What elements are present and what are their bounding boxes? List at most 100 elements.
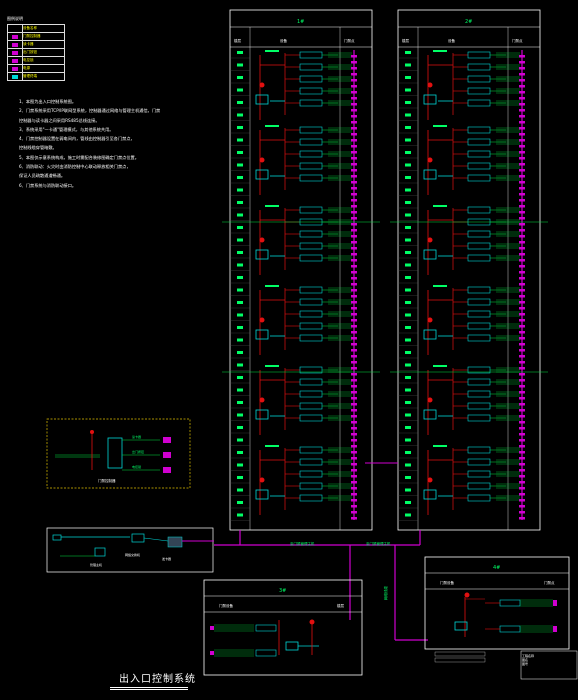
exit-button-icon: [519, 421, 525, 424]
floor-tag: [405, 413, 411, 417]
exit-button-icon: [519, 385, 525, 388]
exit-button-icon: [519, 103, 525, 106]
device-icon: [163, 452, 171, 458]
floor-tag: [405, 376, 411, 379]
exit-button-icon: [351, 223, 357, 226]
exit-button-icon: [519, 475, 525, 478]
lock-icon: [259, 82, 265, 88]
controller-icon: [255, 409, 269, 420]
reader-icon: [467, 286, 491, 294]
exit-button-icon: [351, 163, 357, 166]
exit-button-icon: [351, 175, 357, 178]
panel-frame: [229, 9, 373, 531]
controller-icon: [255, 489, 269, 500]
cyan-link: [143, 537, 169, 542]
exit-button-icon: [519, 187, 525, 190]
reader-icon: [467, 99, 491, 107]
controller-icon: [423, 94, 437, 105]
exit-button-icon: [12, 50, 18, 55]
reader-icon: [299, 63, 323, 71]
exit-button-icon: [351, 385, 357, 388]
controller-icon: [423, 249, 437, 260]
column-header: 楼层: [234, 38, 241, 43]
legend-label: 管理终端: [22, 72, 65, 81]
exit-button-icon: [351, 343, 357, 346]
exit-button-icon: [519, 271, 525, 274]
reader-icon: [299, 75, 323, 83]
exit-button-icon: [519, 445, 525, 448]
floor-tag: [237, 126, 243, 129]
exit-button-icon: [351, 463, 357, 466]
exit-button-icon: [351, 253, 357, 256]
reader-icon: [299, 298, 323, 306]
floor-tag: [237, 426, 243, 429]
reader-icon: [467, 414, 491, 422]
exit-button-icon: [519, 481, 525, 484]
exit-button-icon: [519, 79, 525, 82]
reader-icon: [467, 138, 491, 146]
exit-button-icon: [519, 199, 525, 202]
exit-button-icon: [351, 85, 357, 88]
floor-tag: [237, 51, 243, 54]
exit-button-icon: [210, 651, 214, 655]
floor-tag: [237, 476, 243, 479]
title-block-frame: [520, 650, 578, 680]
floor-tag: [237, 438, 243, 442]
subsystem-label: 电控锁: [132, 464, 141, 469]
exit-button-icon: [351, 199, 357, 202]
group-tag: [433, 285, 447, 287]
legend-title: 图例说明: [7, 16, 23, 21]
floor-tag: [237, 451, 243, 454]
exit-button-icon: [351, 121, 357, 124]
floor-tag: [237, 288, 243, 292]
floor-tag: [237, 76, 243, 79]
floor-tag: [237, 138, 243, 142]
floor-tag: [237, 213, 243, 217]
floor-tag: [405, 101, 411, 104]
subsystem-label: 读卡器: [132, 434, 141, 439]
exit-button-icon: [351, 151, 357, 154]
reader-icon: [299, 402, 323, 410]
column-header: 设备: [280, 38, 288, 43]
exit-button-icon: [351, 433, 357, 436]
floor-tag: [405, 363, 411, 367]
panel-frame: [203, 579, 363, 676]
floor-tag: [405, 126, 411, 129]
reader-icon: [299, 87, 323, 95]
exit-button-icon: [519, 391, 525, 394]
floor-tag: [237, 276, 243, 279]
controller-icon: [285, 641, 299, 651]
device-icon: [163, 437, 171, 443]
reader-icon: [299, 334, 323, 342]
panel-frame: [397, 9, 541, 531]
exit-button-icon: [519, 223, 525, 226]
reader-icon: [299, 446, 323, 454]
floor-tag: [405, 451, 411, 454]
floor-tag: [405, 288, 411, 292]
reader-icon: [467, 482, 491, 490]
floor-tag: [405, 313, 411, 317]
column-header: 楼层: [337, 603, 345, 608]
exit-button-icon: [519, 253, 525, 256]
exit-button-icon: [351, 487, 357, 490]
exit-button-icon: [519, 451, 525, 454]
reader-icon: [499, 625, 521, 633]
exit-button-icon: [519, 325, 525, 328]
lock-icon: [259, 237, 265, 243]
title-block-line: 工程名称: [522, 654, 535, 658]
floor-tag: [405, 276, 411, 279]
switch-icon: [131, 533, 145, 543]
group-tag: [265, 205, 279, 207]
exit-button-icon: [519, 313, 525, 316]
legend-header: 设备名称: [22, 24, 65, 33]
group-tag: [265, 365, 279, 367]
exit-button-icon: [351, 319, 357, 322]
exit-button-icon: [519, 259, 525, 262]
computer-icon: [94, 547, 106, 557]
reader-icon: [299, 162, 323, 170]
exit-button-icon: [351, 301, 357, 304]
exit-button-icon: [519, 463, 525, 466]
panel-title: 1#: [297, 19, 304, 25]
group-tag: [265, 50, 279, 52]
group-tag: [433, 205, 447, 207]
